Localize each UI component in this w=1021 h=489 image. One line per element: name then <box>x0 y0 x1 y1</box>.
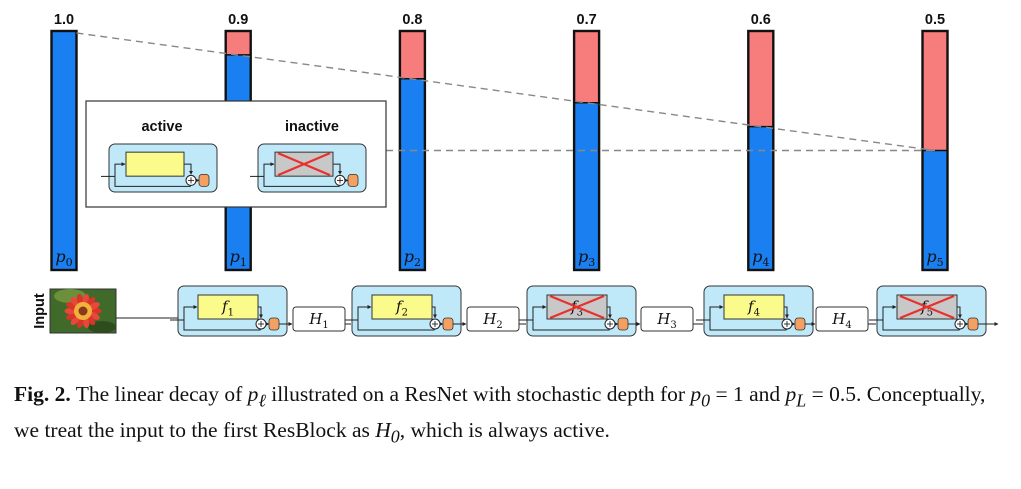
resblock-1-function-label: f1 <box>221 297 234 318</box>
hidden-state-3-label: H3 <box>656 310 676 331</box>
legend-active-label: active <box>141 119 182 135</box>
hidden-state-4-box <box>815 306 869 332</box>
caption-text-5: , which is always active. <box>399 418 610 443</box>
bar-2-p-label: p2 <box>404 247 421 269</box>
bar-3: 0.7 p3 <box>572 12 601 272</box>
caption-text-2: illustrated on a ResNet with stochastic … <box>265 382 691 406</box>
bar-3-drop-segment <box>574 31 600 103</box>
bar-4-value-label: 0.6 <box>751 12 771 28</box>
bar-1-drop-segment <box>225 31 251 55</box>
resblock-1: f1 <box>170 285 288 337</box>
hidden-state-1: H1 <box>279 306 351 332</box>
linear-decay-dashed-line <box>76 32 936 152</box>
resblock-4-function-label: f4 <box>747 297 760 318</box>
bar-4: 0.6 p4 <box>747 12 775 272</box>
bar-0-value-label: 1.0 <box>54 12 74 28</box>
bar-3-p-label: p3 <box>578 247 595 269</box>
bar-2-survival-segment <box>399 78 425 270</box>
bar-5-frame <box>921 29 949 272</box>
caption-math-H0: H0 <box>375 418 400 447</box>
hidden-state-2-label: H2 <box>482 310 502 331</box>
resblock-1-identity-shortcut <box>183 320 262 331</box>
resblock-4-identity-shortcut <box>709 320 788 331</box>
bar-0-p-label: p0 <box>55 247 72 269</box>
resblock-2: f2 <box>344 285 462 337</box>
resblock-3-identity-shortcut <box>532 320 611 331</box>
hidden-state-2: H2 <box>453 306 526 332</box>
bar-0-frame <box>50 29 78 272</box>
bar-0: 1.0 p0 <box>50 12 78 272</box>
bar-5: 0.5 p5 <box>921 12 949 272</box>
bar-1-p-label: p1 <box>230 247 247 269</box>
hidden-state-1-box <box>292 306 346 332</box>
legend-active-block-identity-shortcut <box>114 176 192 187</box>
legend-inactive-block-identity-shortcut <box>263 176 341 187</box>
legend-active-block-function-box <box>125 151 185 177</box>
caption-math-pL: pL <box>785 382 807 411</box>
resblock-4-function-box <box>723 294 785 320</box>
resblock-3-cross-b <box>549 294 605 320</box>
hidden-state-4: H4 <box>805 306 876 332</box>
bar-5-drop-segment <box>922 31 948 151</box>
resblock-5-cross-b <box>899 294 955 320</box>
resblock-4: f4 <box>696 285 814 337</box>
bar-4-drop-segment <box>748 31 774 127</box>
legend-active-block <box>101 143 218 193</box>
legend-inactive-label: inactive <box>285 119 339 135</box>
stochastic-depth-diagram: 1.0 p0 0.9 p1 0.8 p2 0.7 p3 0.6 p4 0.5 p5 active ina… <box>32 12 999 337</box>
bar-2-drop-segment <box>399 31 425 79</box>
bar-5-p-label: p5 <box>926 247 943 269</box>
resblock-2-relu-node <box>442 317 454 331</box>
resblock-5: f5 <box>869 285 987 337</box>
caption-text-3: and <box>743 382 786 406</box>
caption-math-p0: p0 <box>690 382 711 411</box>
legend-inactive-block-cross-b <box>277 152 331 177</box>
hidden-state-1-label: H1 <box>308 310 328 331</box>
bar-5-value-label: 0.5 <box>925 12 945 28</box>
bar-3-value-label: 0.7 <box>577 12 597 28</box>
hidden-state-3-box <box>640 306 694 332</box>
hidden-state-2-box <box>466 306 520 332</box>
bar-3-survival-segment <box>574 102 600 270</box>
bar-2-value-label: 0.8 <box>402 12 422 28</box>
input-image-flower <box>49 288 117 334</box>
caption-math-pL-value: = 0.5 <box>806 382 857 406</box>
figure-caption: Fig. 2. The linear decay of pℓ illustrat… <box>14 379 1010 452</box>
caption-text-1: The linear decay of <box>70 382 248 406</box>
legend-panel: active inactive <box>85 100 387 208</box>
resblock-1-function-box <box>197 294 259 320</box>
hidden-state-3: H3 <box>628 306 703 332</box>
resblock-2-identity-shortcut <box>357 320 436 331</box>
resblock-3: f3 <box>519 285 637 337</box>
bar-3-frame <box>572 29 601 272</box>
hidden-state-4-label: H4 <box>831 310 851 331</box>
caption-text-4: . Conceptually, we treat the input to th… <box>14 382 986 443</box>
caption-math-p-ell: pℓ <box>247 382 266 411</box>
legend-inactive-block <box>250 143 367 193</box>
figure-label: Fig. 2. <box>14 382 71 406</box>
bar-0-survival-segment <box>51 31 77 270</box>
resblock-5-relu-node <box>967 317 979 331</box>
resblock-2-function-label: f2 <box>395 297 408 318</box>
legend-inactive-block-relu-node <box>347 173 359 187</box>
bar-4-p-label: p4 <box>752 247 769 269</box>
resblock-2-function-box <box>371 294 433 320</box>
bar-2: 0.8 p2 <box>398 12 427 272</box>
resblock-4-relu-node <box>794 317 806 331</box>
bar-5-survival-segment <box>922 150 948 270</box>
resblock-5-identity-shortcut <box>882 320 961 331</box>
legend-active-block-relu-node <box>198 173 210 187</box>
input-label: Input <box>32 293 48 329</box>
caption-math-p0-value: = 1 <box>710 382 744 406</box>
resblock-3-relu-node <box>617 317 629 331</box>
resblock-1-relu-node <box>268 317 280 331</box>
resnet-pipeline: Input f1 f2 f3 f4 f5 H1 H2 H3 H4 <box>32 285 999 337</box>
bar-1-value-label: 0.9 <box>228 12 248 28</box>
